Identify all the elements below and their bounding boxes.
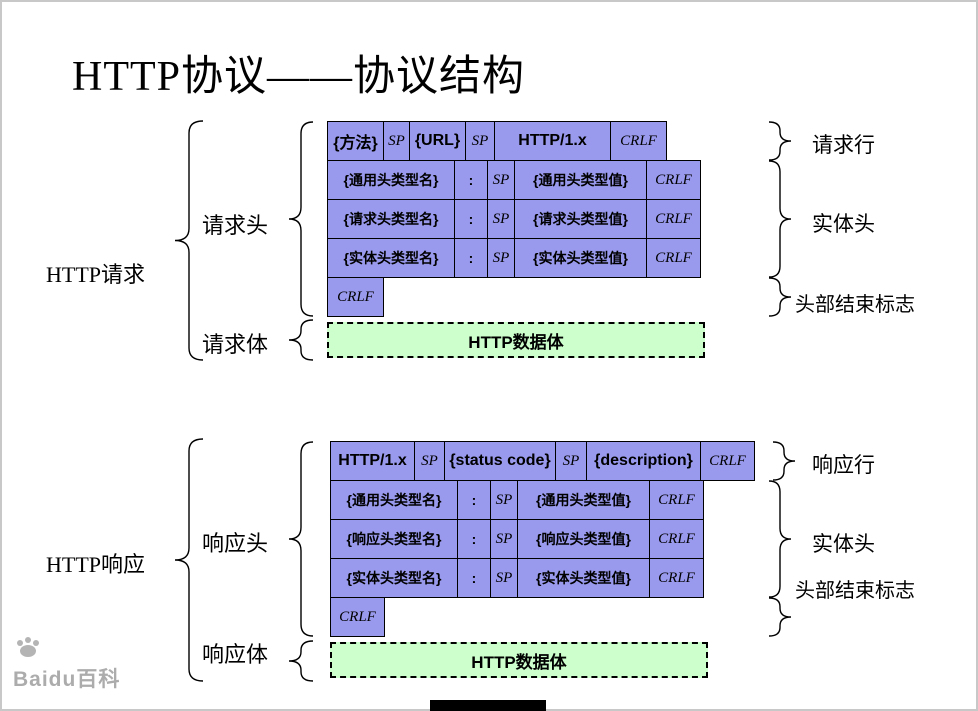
request-group-label: HTTP请求 (46, 262, 146, 287)
cell-colon: : (454, 199, 488, 239)
cell-crlf: CRLF (649, 519, 704, 559)
cell-sp: SP (490, 480, 518, 520)
cell-colon: : (457, 558, 491, 598)
cell-http-version: HTTP/1.x (494, 121, 611, 161)
request-crlf-row: CRLF (327, 277, 384, 317)
cell-crlf: CRLF (646, 199, 701, 239)
cell-crlf: CRLF (700, 441, 755, 481)
cell-description: {description} (586, 441, 701, 481)
response-group-brace (174, 438, 204, 682)
request-header-row: {请求头类型名} : SP {请求头类型值} CRLF (327, 199, 701, 239)
cell-header-value: {响应头类型值} (517, 519, 650, 559)
paw-icon (17, 637, 39, 657)
request-line-label: 请求行 (812, 133, 875, 157)
cell-crlf: CRLF (327, 277, 384, 317)
cell-header-value: {通用头类型值} (514, 160, 647, 200)
request-entity-header-row: {实体头类型名} : SP {实体头类型值} CRLF (327, 238, 701, 278)
request-header-brace (288, 121, 314, 317)
request-body-brace (288, 319, 314, 361)
request-header-label: 请求头 (202, 213, 269, 238)
cell-header-value: {请求头类型值} (514, 199, 647, 239)
cell-sp: SP (487, 160, 515, 200)
response-entity-header-row: {实体头类型名} : SP {实体头类型值} CRLF (330, 558, 704, 598)
cell-header-value: {实体头类型值} (514, 238, 647, 278)
cell-colon: : (454, 160, 488, 200)
request-end-label: 头部结束标志 (795, 294, 915, 316)
cell-sp: SP (414, 441, 445, 481)
cell-header-value: {通用头类型值} (517, 480, 650, 520)
cell-http-version: HTTP/1.x (330, 441, 415, 481)
response-entity-label: 实体头 (812, 532, 875, 556)
cell-colon: : (457, 519, 491, 559)
cell-sp: SP (555, 441, 587, 481)
request-group-brace (174, 120, 204, 361)
response-body-brace (288, 640, 314, 682)
cell-colon: : (457, 480, 491, 520)
page-title: HTTP协议——协议结构 (72, 54, 526, 100)
cell-header-name: {实体头类型名} (330, 558, 458, 598)
bottom-bar (430, 700, 546, 711)
cell-sp: SP (490, 558, 518, 598)
request-general-header-row: {通用头类型名} : SP {通用头类型值} CRLF (327, 160, 701, 200)
response-line-label: 响应行 (812, 453, 875, 477)
response-line-row: HTTP/1.x SP {status code} SP {descriptio… (330, 441, 755, 481)
request-data-body: HTTP数据体 (327, 322, 705, 358)
cell-header-name: {通用头类型名} (327, 160, 455, 200)
response-end-brace (768, 597, 792, 637)
request-line-brace (768, 121, 792, 161)
request-entity-brace (768, 160, 792, 278)
cell-header-name: {响应头类型名} (330, 519, 458, 559)
cell-crlf: CRLF (610, 121, 667, 161)
cell-header-value: {实体头类型值} (517, 558, 650, 598)
cell-header-name: {实体头类型名} (327, 238, 455, 278)
cell-url: {URL} (409, 121, 466, 161)
cell-sp: SP (487, 238, 515, 278)
request-entity-label: 实体头 (812, 212, 875, 236)
response-crlf-row: CRLF (330, 597, 385, 637)
cell-sp: SP (383, 121, 410, 161)
response-entity-brace (768, 480, 792, 598)
response-end-label: 头部结束标志 (795, 580, 915, 602)
cell-header-name: {请求头类型名} (327, 199, 455, 239)
cell-sp: SP (465, 121, 495, 161)
response-group-label: HTTP响应 (46, 552, 146, 577)
cell-colon: : (454, 238, 488, 278)
cell-crlf: CRLF (649, 480, 704, 520)
cell-method: {方法} (327, 121, 384, 161)
request-body-label: 请求体 (202, 332, 269, 357)
response-header-row: {响应头类型名} : SP {响应头类型值} CRLF (330, 519, 704, 559)
response-header-brace (288, 441, 314, 637)
cell-status-code: {status code} (444, 441, 556, 481)
watermark: Baidu百科 (13, 636, 120, 693)
response-header-label: 响应头 (202, 531, 269, 556)
request-line-row: {方法} SP {URL} SP HTTP/1.x CRLF (327, 121, 667, 161)
cell-crlf: CRLF (646, 238, 701, 278)
cell-crlf: CRLF (646, 160, 701, 200)
cell-sp: SP (490, 519, 518, 559)
cell-crlf: CRLF (330, 597, 385, 637)
watermark-text: Baidu百科 (13, 668, 121, 691)
response-line-brace (772, 441, 796, 481)
request-end-brace (768, 277, 792, 317)
cell-crlf: CRLF (649, 558, 704, 598)
response-general-header-row: {通用头类型名} : SP {通用头类型值} CRLF (330, 480, 704, 520)
cell-header-name: {通用头类型名} (330, 480, 458, 520)
response-body-label: 响应体 (202, 642, 269, 667)
response-data-body: HTTP数据体 (330, 642, 708, 678)
cell-sp: SP (487, 199, 515, 239)
